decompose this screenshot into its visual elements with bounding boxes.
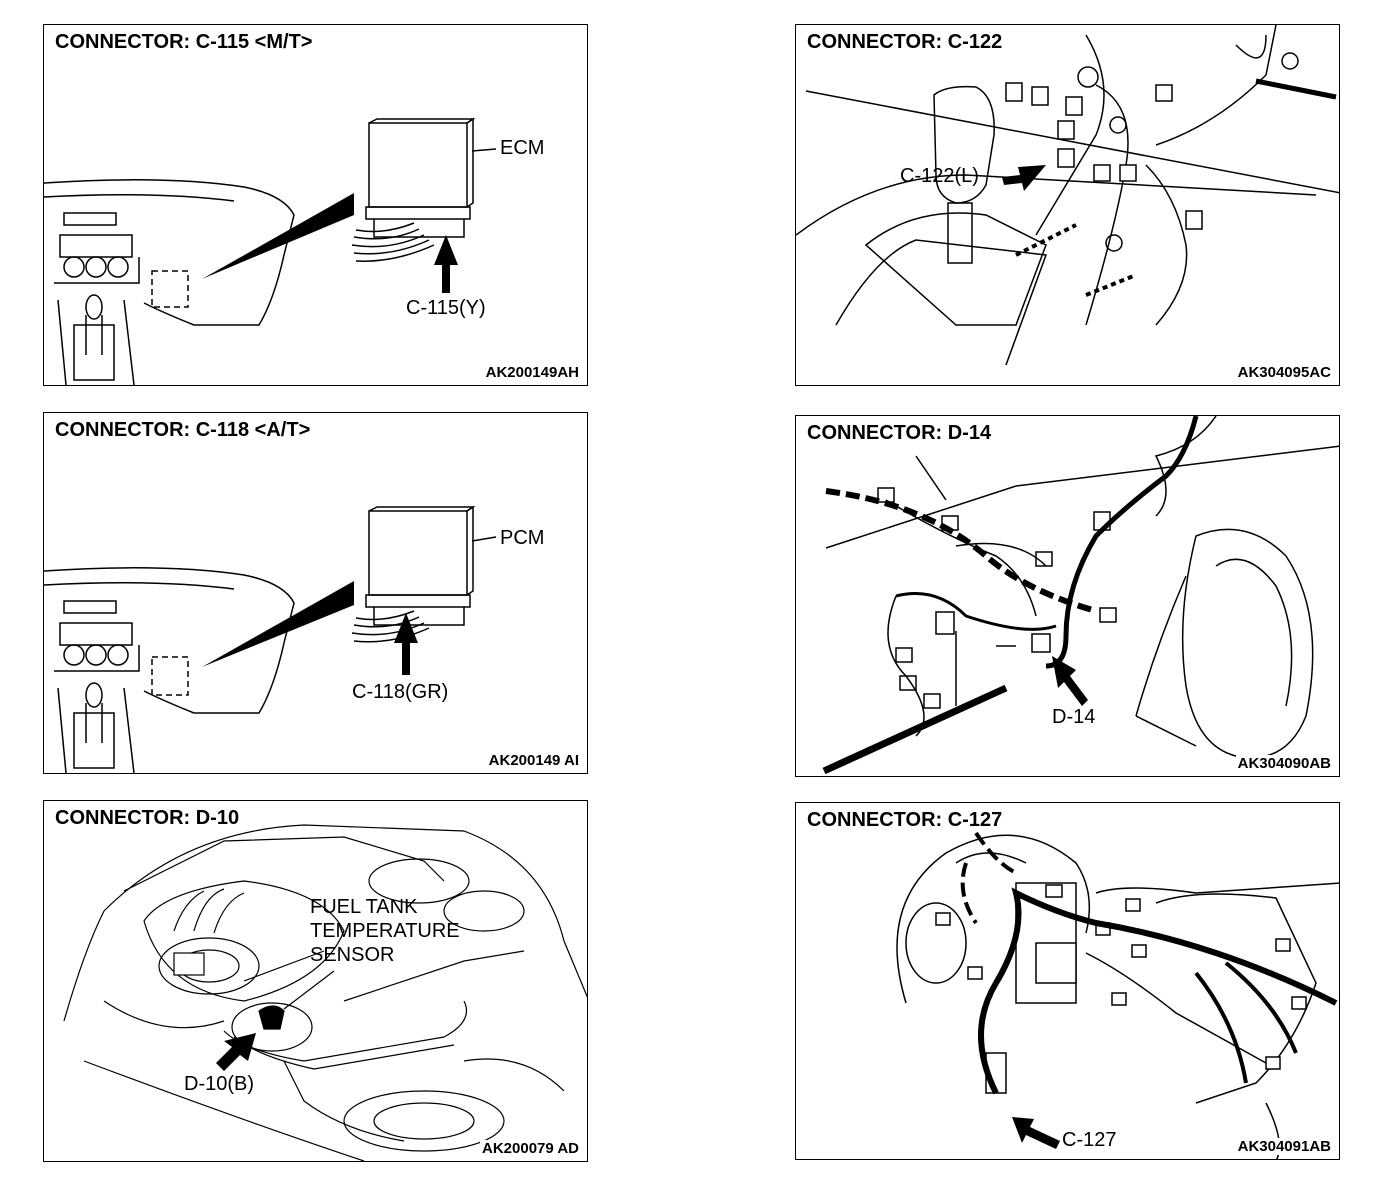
figure-code: AK304095AC [1235,364,1333,381]
steering-harness-illustration [896,831,1339,1159]
connector-label: C-127 [1062,1129,1117,1151]
sensor-label-line2: TEMPERATURE [310,920,460,942]
connector-label: C-115(Y) [406,297,486,319]
connector-label: C-122(L) [900,165,979,187]
dashboard-ecm-illustration [44,117,497,385]
panel-c118: CONNECTOR: C-118 <A/T> PCM C-118(GR) AK2… [43,412,588,774]
figure-code: AK200079 AD [480,1140,581,1157]
sensor-label-line1: FUEL TANK [310,896,418,918]
panel-title: CONNECTOR: D-10 [52,807,243,830]
sensor-label-line3: SENSOR [310,944,395,966]
panel-c115: CONNECTOR: C-115 <M/T> ECM C-115(Y) AK20… [43,24,588,386]
panel-title: CONNECTOR: C-122 [804,31,1006,54]
dashboard-pcm-illustration [44,505,497,773]
fuel-tank-illustration [63,824,587,1161]
connector-label: D-10(B) [184,1073,255,1095]
pcm-label: PCM [500,527,545,549]
panel-c127: CONNECTOR: C-127 C-127 AK304091AB [795,802,1340,1160]
connector-label: C-118(GR) [352,681,449,703]
panel-title: CONNECTOR: D-14 [804,422,995,445]
panel-d10: CONNECTOR: D-10 FUEL TANK TEMPERATURE SE… [43,800,588,1162]
figure-code: AK200149AH [483,364,581,381]
connector-label: D-14 [1052,706,1096,728]
panel-title: CONNECTOR: C-118 <A/T> [52,419,314,442]
ecm-label: ECM [500,137,545,159]
panel-d14: CONNECTOR: D-14 D-14 AK304090AB [795,415,1340,777]
shifter-harness-illustration [796,25,1339,366]
panel-c122: CONNECTOR: C-122 C-122(L) AK304095AC [795,24,1340,386]
figure-code: AK304090AB [1235,755,1333,772]
panel-title: CONNECTOR: C-127 [804,809,1006,832]
figure-code: AK304091AB [1235,1138,1333,1155]
wheelhouse-harness-illustration [822,416,1339,775]
figure-code: AK200149 AI [486,752,581,769]
panel-title: CONNECTOR: C-115 <M/T> [52,31,316,54]
